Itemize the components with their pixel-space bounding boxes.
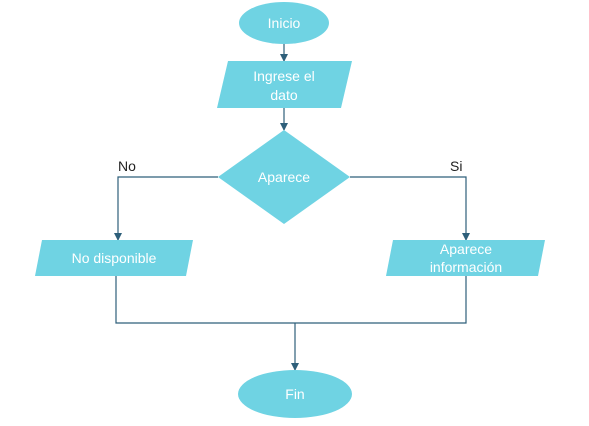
end-label: Fin (285, 386, 304, 402)
output-no-node: No disponible (35, 240, 193, 276)
end-node: Fin (238, 370, 352, 418)
output-yes-label-line-1: Aparece (440, 241, 492, 257)
edge-decision-to-no (114, 176, 218, 241)
branch-yes-label: Si (450, 158, 462, 174)
edge-yes-to-merge (295, 276, 467, 324)
end-ellipse (238, 370, 352, 418)
output-yes-label-line-2: información (430, 259, 502, 275)
start-label: Inicio (268, 15, 301, 31)
output-no-label: No disponible (72, 250, 157, 266)
start-node: Inicio (239, 2, 329, 44)
start-ellipse (239, 2, 329, 44)
decision-node: Aparece (218, 130, 350, 224)
output-yes-node: Aparece información (386, 240, 545, 276)
input-parallelogram (217, 61, 352, 108)
input-label-line-2: dato (270, 87, 297, 103)
connectors (114, 44, 470, 371)
branch-no-label: No (118, 158, 136, 174)
input-node: Ingrese el dato (217, 61, 352, 108)
edge-no-to-merge (115, 276, 295, 324)
output-yes-parallelogram (386, 240, 545, 276)
input-label-line-1: Ingrese el (253, 68, 314, 84)
output-no-parallelogram (35, 240, 193, 276)
edge-decision-to-yes (350, 176, 470, 241)
decision-diamond (218, 130, 350, 224)
decision-label: Aparece (258, 169, 310, 185)
